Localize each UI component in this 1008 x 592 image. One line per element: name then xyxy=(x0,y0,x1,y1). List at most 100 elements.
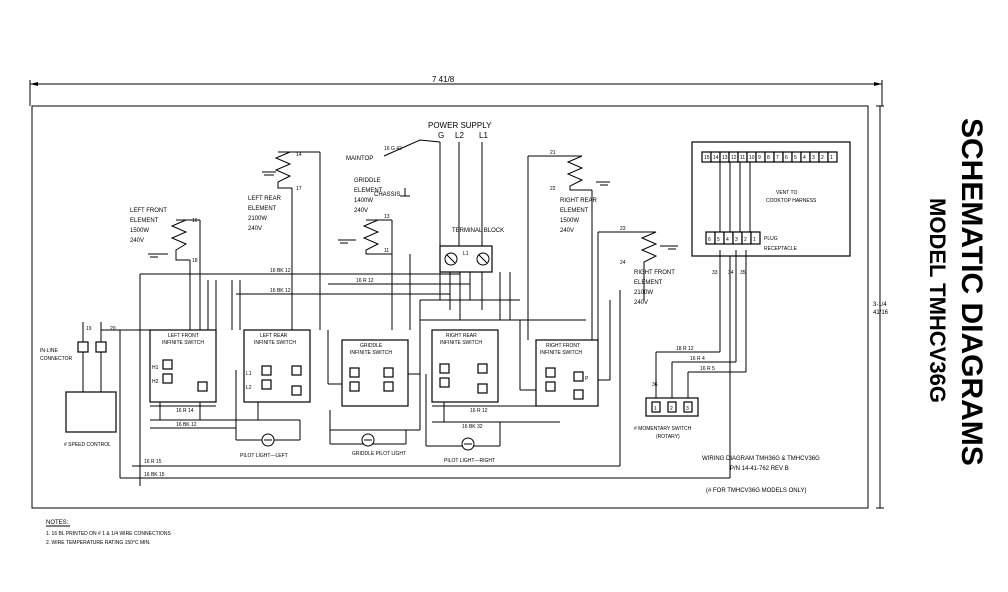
pin-14: 14 xyxy=(296,152,302,158)
switch-left-rear-l2: L2 xyxy=(246,385,252,391)
wire-label-bk12-a: 16 BK 12 xyxy=(270,268,291,274)
top-dimension: 7 41/8 xyxy=(29,75,883,106)
pilot-light-griddle: GRIDDLE PILOT LIGHT xyxy=(330,430,407,457)
chassis-label: CHASSIS xyxy=(374,192,400,198)
switch-griddle-name: GRIDDLE xyxy=(360,343,383,349)
wire-label-ground: 16 G 42 xyxy=(384,146,402,152)
switch-left-rear-type: INFINITE SWITCH xyxy=(254,340,296,346)
switch-left-front-name: LEFT FRONT xyxy=(168,333,199,339)
harness-top-pin-15: 15 xyxy=(704,155,710,161)
element-left-rear-volts: 240V xyxy=(248,226,262,232)
momentary-terminal-3: 3 xyxy=(686,406,689,412)
switch-left-rear-name: LEFT REAR xyxy=(260,333,288,339)
pin-35: 35 xyxy=(740,270,746,276)
pin-33: 33 xyxy=(712,270,718,276)
power-terminal-g: G xyxy=(438,131,444,140)
harness-top-pin-3: 3 xyxy=(812,155,815,161)
bus-wires: 16 BK 12 16 BK 12 16 R 12 16 R 15 16 BK … xyxy=(119,254,731,486)
element-right-rear-volts: 240V xyxy=(560,228,574,234)
vent-harness-line2: COOKTOP HARNESS xyxy=(766,198,817,204)
notes-line1: 1. 16 BL PRINTED ON # 1 & 1/4 WIRE CONNE… xyxy=(46,531,172,537)
momentary-switch-sub: (ROTARY) xyxy=(656,434,680,440)
inline-connector-line1: IN-LINE xyxy=(40,348,58,354)
element-left-front-type: ELEMENT xyxy=(130,218,159,224)
harness-bottom-cell-1 xyxy=(750,231,761,245)
element-right-front-name: RIGHT FRONT xyxy=(634,270,675,276)
power-supply-label: POWER SUPPLY xyxy=(428,121,492,130)
momentary-terminal-2: 2 xyxy=(670,406,673,412)
momentary-switch-label: # MOMENTARY SWITCH xyxy=(634,426,692,432)
right-dimension-label-2: 41/16 xyxy=(873,310,889,316)
harness-bottom-pin-5: 5 xyxy=(717,237,720,243)
maintop-label: MAINTOP xyxy=(346,156,373,162)
harness-top-pin-13: 13 xyxy=(722,155,728,161)
harness-top-pin-14: 14 xyxy=(713,155,719,161)
pin-13: 13 xyxy=(384,214,390,220)
pin-16: 16 xyxy=(192,218,198,224)
pin-36: 36 xyxy=(652,382,658,388)
element-griddle-name: GRIDDLE xyxy=(354,178,381,184)
element-left-front-watts: 1500W xyxy=(130,228,149,234)
switch-right-front-type: INFINITE SWITCH xyxy=(540,350,582,356)
harness-top-pin-12: 12 xyxy=(731,155,737,161)
harness-top-pin-2: 2 xyxy=(821,155,824,161)
inline-connector: IN-LINE CONNECTOR 19 20 xyxy=(40,322,150,392)
switch-right-front-p: P xyxy=(585,376,589,382)
wire-label-r12-c: 18 R 12 xyxy=(676,346,694,352)
switch-right-rear-type: INFINITE SWITCH xyxy=(440,340,482,346)
pin-18: 18 xyxy=(192,258,198,264)
harness-top-pin-11: 11 xyxy=(740,155,745,161)
speed-control-label: # SPEED CONTROL xyxy=(64,442,111,448)
pilot-light-right-label: PILOT LIGHT—RIGHT xyxy=(444,458,495,464)
chassis-ground: MAINTOP CHASSIS 16 G 42 xyxy=(346,139,441,198)
pin-11: 11 xyxy=(384,248,389,254)
pin-20: 20 xyxy=(110,326,116,332)
diagram-frame xyxy=(31,105,869,509)
terminal-block: TERMINAL BLOCK L1 xyxy=(439,228,504,273)
diagram-title: SCHEMATIC DIAGRAMS xyxy=(955,118,988,466)
element-right-rear: RIGHT REAR ELEMENT 1500W 240V 21 22 xyxy=(528,150,606,234)
wire-label-bk12-b: 16 BK 12 xyxy=(270,288,291,294)
switch-griddle: GRIDDLE INFINITE SWITCH xyxy=(327,300,421,444)
harness-bottom-pin-1: 1 xyxy=(753,237,756,243)
element-left-rear-name: LEFT REAR xyxy=(248,196,282,202)
pin-21: 21 xyxy=(550,150,556,156)
wire-label-bk32: 16 BK 32 xyxy=(462,424,483,430)
wire-label-bk15: 16 BK 15 xyxy=(144,472,165,478)
element-right-front-type: ELEMENT xyxy=(634,280,663,286)
right-dimension-label-1: 3-1/4 xyxy=(873,302,887,308)
vertical-wires xyxy=(189,152,645,340)
pilot-light-right: PILOT LIGHT—RIGHT xyxy=(426,422,501,464)
pilot-light-left-label: PILOT LIGHT—LEFT xyxy=(240,453,288,459)
harness-top-cell-1 xyxy=(827,151,838,163)
switch-right-front: RIGHT FRONT INFINITE SWITCH P xyxy=(519,300,611,407)
caption-line3: (# FOR TMHCV36G MODELS ONLY) xyxy=(706,488,806,494)
power-supply: POWER SUPPLY G L2 L1 xyxy=(428,121,492,248)
wire-label-r5: 16 R 5 xyxy=(700,366,715,372)
terminal-block-label: TERMINAL BLOCK xyxy=(452,228,504,234)
harness-top-pin-10: 10 xyxy=(749,155,755,161)
vent-harness-line1: VENT TO xyxy=(776,190,798,196)
notes-heading: NOTES: xyxy=(46,520,69,526)
switch-left-front-h2: H2 xyxy=(152,379,159,385)
element-left-rear-type: ELEMENT xyxy=(248,206,277,212)
element-griddle-type: ELEMENT xyxy=(354,188,383,194)
switch-left-rear: LEFT REAR INFINITE SWITCH L1 L2 xyxy=(235,329,311,440)
plug-label: PLUG xyxy=(764,236,778,242)
element-left-front-name: LEFT FRONT xyxy=(130,208,167,214)
element-right-front-volts: 240V xyxy=(634,300,648,306)
wire-label-r12-b: 16 R 12 xyxy=(470,408,488,414)
harness-top-pin-8: 8 xyxy=(767,155,770,161)
pin-17: 17 xyxy=(296,186,302,192)
terminal-l1-label: L1 xyxy=(463,251,469,257)
harness-top-pin-5: 5 xyxy=(794,155,797,161)
pin-34: 34 xyxy=(728,270,734,276)
element-left-rear: LEFT REAR ELEMENT 2100W 240V 14 17 xyxy=(248,151,320,232)
switch-left-front: LEFT FRONT INFINITE SWITCH H1 H2 16 R 14… xyxy=(149,329,300,429)
receptacle-label: RECEPTACLE xyxy=(764,246,798,252)
pin-19: 19 xyxy=(86,326,92,332)
top-dimension-label: 7 41/8 xyxy=(432,75,455,84)
